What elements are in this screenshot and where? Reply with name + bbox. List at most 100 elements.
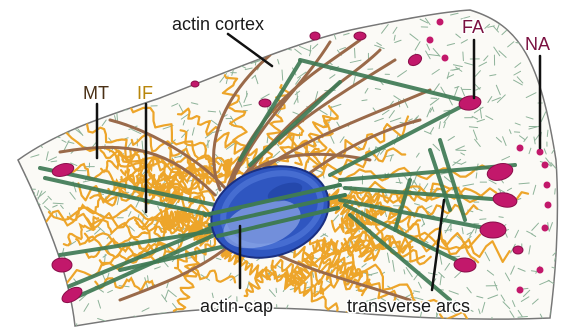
actin-mesh-segment — [23, 63, 29, 64]
actin-mesh-segment — [64, 108, 66, 115]
actin-mesh-segment — [515, 17, 520, 19]
actin-mesh-segment — [86, 39, 93, 40]
actin-mesh-segment — [290, 25, 291, 32]
actin-mesh-segment — [476, 173, 477, 178]
actin-mesh-segment — [491, 317, 492, 324]
actin-mesh-segment — [265, 321, 267, 325]
actin-mesh-segment — [206, 321, 213, 329]
actin-mesh-segment — [519, 328, 521, 332]
focal-adhesion — [52, 258, 72, 272]
actin-mesh-segment — [120, 320, 122, 329]
actin-mesh-segment — [27, 261, 32, 266]
actin-mesh-segment — [82, 47, 86, 53]
focal-adhesion — [259, 99, 271, 107]
actin-mesh-segment — [511, 325, 512, 333]
actin-mesh-segment — [362, 15, 363, 21]
actin-mesh-segment — [42, 288, 46, 294]
actin-mesh-segment — [260, 35, 267, 40]
leader-actin-cortex — [228, 34, 272, 66]
actin-mesh-segment — [112, 35, 118, 41]
actin-mesh-segment — [339, 11, 341, 18]
actin-mesh-segment — [82, 65, 85, 68]
actin-mesh-segment — [263, 325, 265, 332]
actin-mesh-segment — [111, 74, 118, 82]
actin-mesh-segment — [534, 22, 543, 26]
actin-mesh-segment — [120, 29, 125, 35]
actin-mesh-segment — [33, 277, 40, 280]
actin-mesh-segment — [522, 11, 530, 12]
actin-mesh-segment — [339, 324, 349, 326]
actin-mesh-segment — [355, 48, 356, 57]
actin-mesh-segment — [105, 64, 109, 66]
actin-mesh-segment — [517, 25, 522, 30]
actin-mesh-segment — [41, 93, 45, 99]
actin-mesh-segment — [20, 244, 22, 249]
actin-mesh-segment — [86, 75, 87, 80]
label-if: IF — [137, 83, 153, 103]
nascent-adhesion — [517, 287, 524, 294]
actin-mesh-segment — [55, 74, 58, 83]
actin-mesh-segment — [352, 15, 359, 20]
actin-mesh-segment — [114, 19, 118, 29]
actin-mesh-segment — [269, 328, 272, 332]
nascent-adhesion — [542, 225, 549, 232]
actin-mesh-segment — [88, 20, 91, 29]
actin-mesh-segment — [70, 311, 72, 317]
actin-mesh-segment — [532, 18, 538, 24]
actin-mesh-segment — [70, 59, 79, 64]
actin-mesh-segment — [547, 130, 548, 136]
actin-mesh-segment — [140, 317, 149, 319]
actin-mesh-segment — [147, 20, 152, 26]
actin-mesh-segment — [284, 20, 288, 24]
actin-mesh-segment — [22, 280, 24, 285]
actin-mesh-segment — [16, 319, 23, 324]
actin-mesh-segment — [129, 20, 136, 24]
actin-mesh-segment — [140, 15, 147, 16]
actin-mesh-segment — [288, 28, 295, 29]
actin-mesh-segment — [48, 261, 52, 264]
actin-mesh-segment — [142, 49, 148, 52]
nascent-adhesion — [545, 202, 552, 209]
actin-mesh-segment — [43, 256, 48, 263]
actin-mesh-segment — [66, 41, 68, 51]
actin-mesh-segment — [463, 52, 464, 61]
actin-mesh-segment — [384, 320, 393, 323]
actin-mesh-segment — [50, 251, 54, 259]
actin-mesh-segment — [119, 47, 130, 48]
actin-mesh-segment — [448, 324, 454, 326]
actin-mesh-segment — [556, 80, 558, 85]
actin-mesh-segment — [76, 113, 80, 116]
actin-mesh-segment — [23, 302, 30, 309]
focal-adhesion — [310, 32, 320, 40]
actin-mesh-segment — [59, 11, 61, 16]
actin-mesh-segment — [384, 11, 391, 15]
actin-mesh-segment — [554, 282, 562, 283]
actin-mesh-segment — [56, 125, 57, 133]
actin-mesh-segment — [127, 87, 128, 94]
actin-mesh-segment — [511, 327, 521, 328]
actin-mesh-segment — [334, 314, 336, 317]
actin-mesh-segment — [239, 51, 247, 57]
actin-mesh-segment — [511, 28, 514, 34]
actin-mesh-segment — [53, 203, 63, 204]
actin-mesh-segment — [56, 18, 57, 24]
actin-mesh-segment — [465, 319, 469, 326]
actin-mesh-segment — [128, 65, 138, 66]
actin-mesh-segment — [280, 26, 285, 36]
actin-mesh-segment — [127, 20, 128, 28]
actin-mesh-segment — [75, 22, 79, 24]
actin-mesh-segment — [59, 322, 67, 328]
actin-mesh-segment — [456, 322, 465, 327]
focal-adhesion — [480, 222, 506, 238]
actin-mesh-segment — [547, 65, 548, 70]
actin-mesh-segment — [259, 34, 262, 44]
actin-mesh-segment — [65, 82, 68, 90]
actin-mesh-segment — [38, 35, 42, 41]
actin-mesh-segment — [204, 68, 207, 74]
actin-mesh-segment — [267, 42, 272, 43]
actin-mesh-segment — [66, 108, 75, 112]
actin-mesh-segment — [179, 38, 187, 40]
nascent-adhesion — [437, 19, 444, 26]
